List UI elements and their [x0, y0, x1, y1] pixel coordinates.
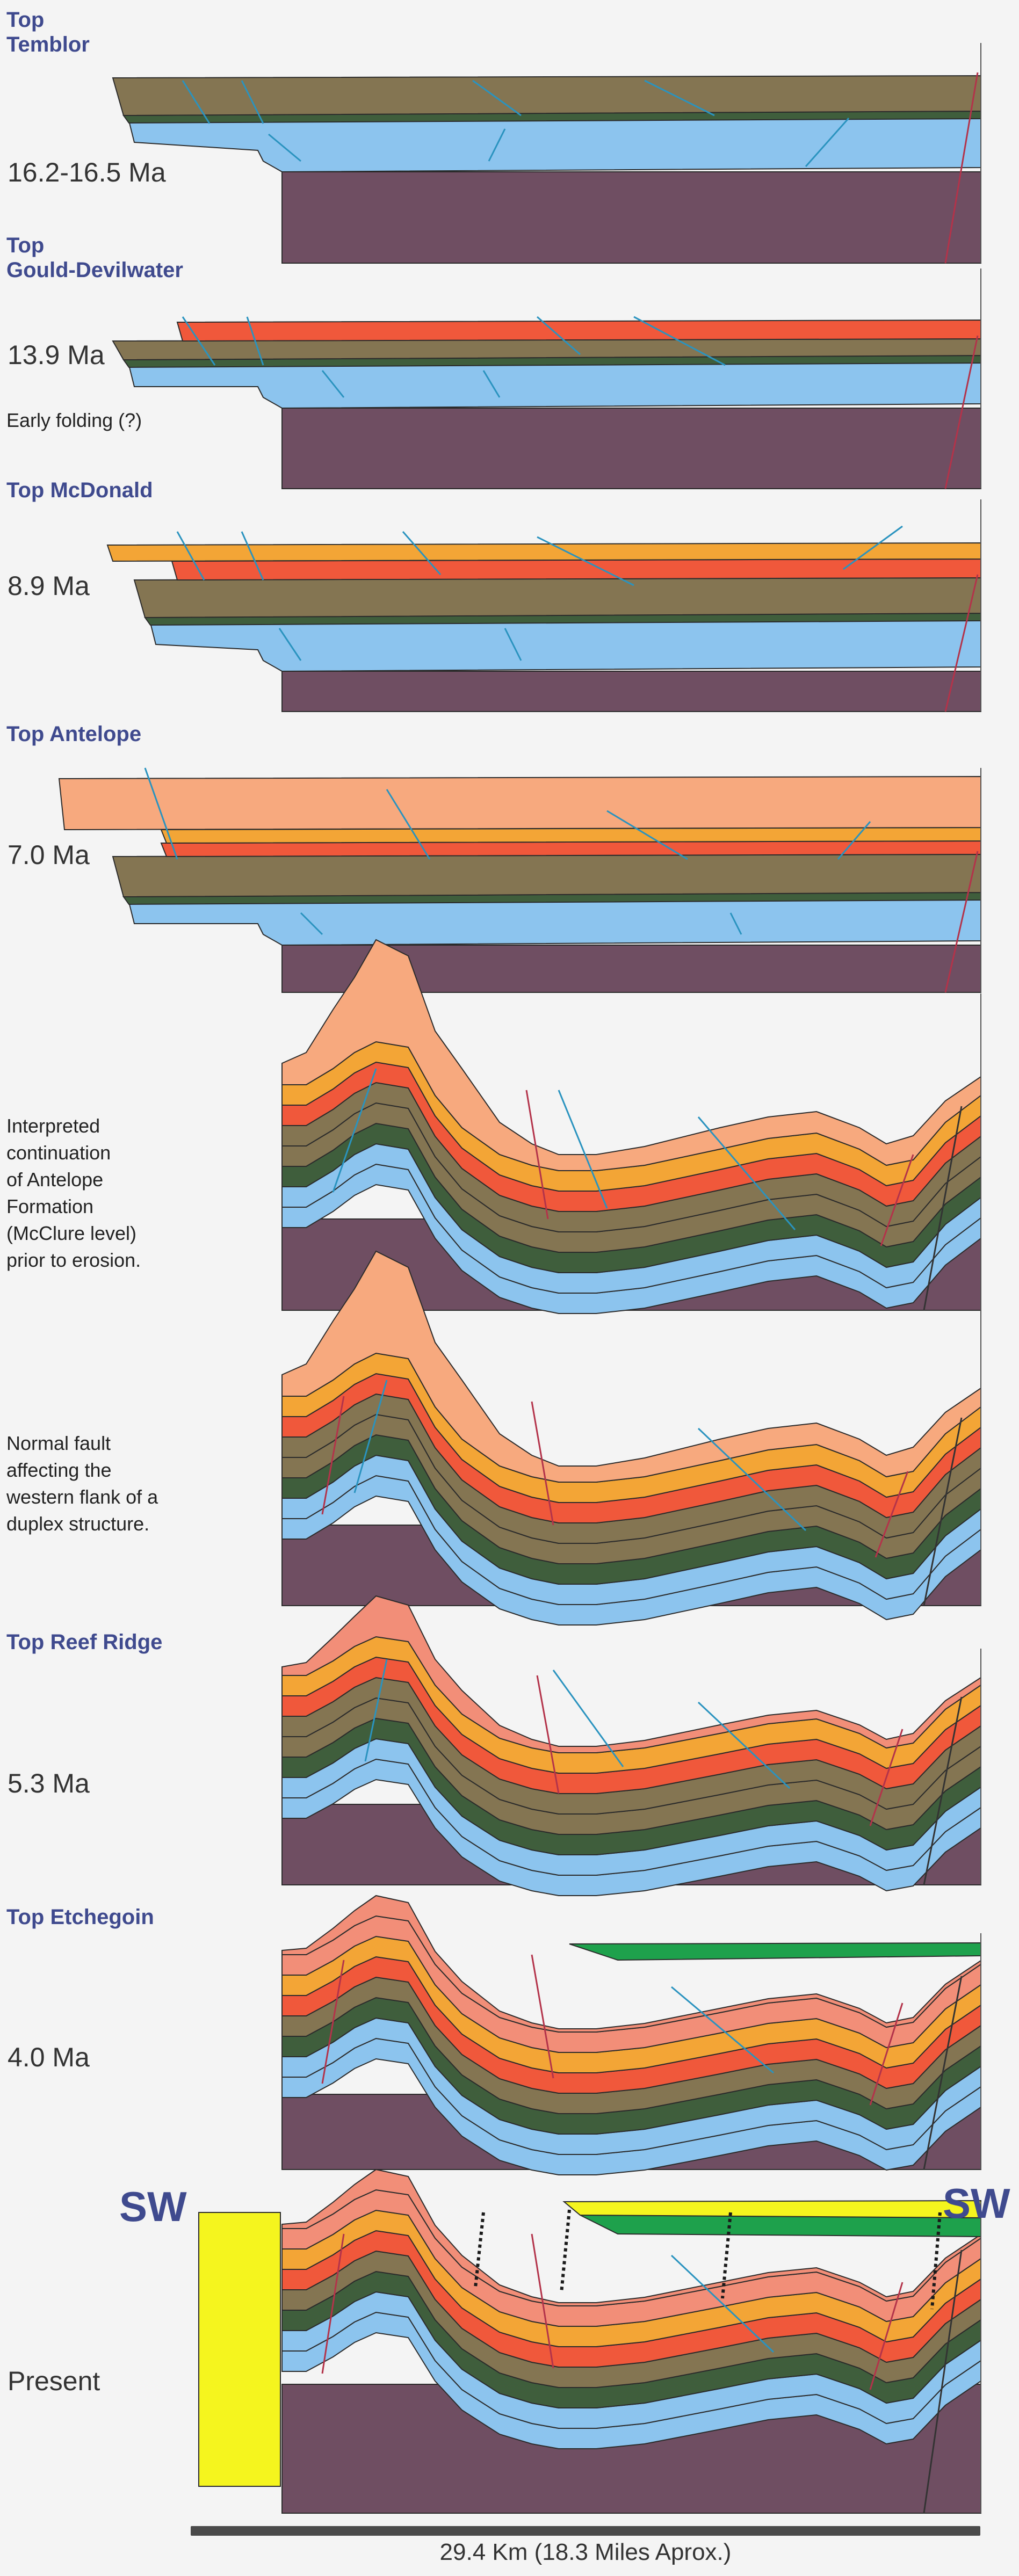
sw-label-left: SW: [119, 2183, 187, 2230]
panel-3-basement-layer: [281, 671, 981, 712]
panel-2-fault-4: [321, 370, 345, 398]
panel-6-red-fault-2: [875, 1471, 909, 1558]
panel-4-blue-layer: [128, 897, 981, 946]
panel-7-title: Top Reef Ridge: [6, 1630, 163, 1654]
panel-9-blue-fault-0: [670, 2254, 775, 2353]
panel-5-boundary-fault: [923, 1106, 963, 1311]
panel-4-fault-2: [606, 810, 688, 860]
panel-7-red-fault-0: [536, 1675, 560, 1794]
panel-5-red-fault-1: [880, 1154, 914, 1246]
panel-4-upper-layer-2: [58, 775, 981, 831]
panel-7-blue-fault-0: [364, 1659, 388, 1762]
panel-2-age: 13.9 Ma: [8, 340, 105, 370]
panel-8-boundary-fault: [923, 1976, 963, 2170]
panel-3-fault-5: [278, 628, 302, 661]
panel-4-fault-3: [837, 821, 871, 860]
panel-8-age: 4.0 Ma: [8, 2042, 90, 2072]
panel-2-fault-0: [182, 316, 216, 366]
panel-1-boundary-fault: [944, 72, 979, 264]
panel-4-age: 7.0 Ma: [8, 840, 90, 870]
panel-8-blue-fault-0: [671, 1986, 774, 2074]
sw-label-right: SW: [943, 2180, 1010, 2227]
panel-4-fault-5: [729, 912, 742, 935]
panel-3-title: Top McDonald: [6, 478, 153, 502]
panel-5-blue-fault-2: [697, 1116, 796, 1230]
panel-3-upper-layer-0: [171, 558, 981, 581]
panel-9-yellow-layer: [562, 2200, 981, 2219]
panel-1-age: 16.2-16.5 Ma: [8, 157, 166, 187]
panel-2-fault-2: [537, 316, 581, 355]
panel-3-fault-3: [537, 536, 634, 586]
panel-1-basement-layer: [281, 171, 981, 264]
panel-9-green-layer: [580, 2215, 981, 2238]
panel-4-fault-0: [144, 767, 178, 860]
panel-3-brown-layer: [133, 577, 981, 619]
panel-2-fault-3: [633, 316, 726, 366]
panel-3-upper-layer-1: [106, 542, 981, 562]
panel-4-fault-4: [300, 912, 323, 935]
panel-9-red-fault-0: [321, 2233, 345, 2374]
panel-1-fault-5: [488, 128, 506, 162]
panel-3-fault-0: [176, 531, 205, 580]
panel-8-red-fault-1: [531, 1954, 554, 2079]
panel-7-blue-fault-2: [697, 1701, 791, 1789]
panel-4-fault-1: [386, 789, 431, 860]
panel-3-fault-6: [504, 628, 522, 661]
panel-8-red-fault-0: [321, 1960, 345, 2084]
scale-bar: [191, 2526, 980, 2536]
panel-4-title: Top Antelope: [6, 722, 142, 746]
panel-9-boundary-fault: [923, 2250, 963, 2514]
panel-1-fault-1: [241, 80, 264, 124]
panel-7-blue-fault-1: [552, 1670, 624, 1767]
panel-5-red-fault-0: [525, 1090, 549, 1220]
panel-9-age: Present: [8, 2366, 100, 2396]
panel-2-basement-layer: [281, 408, 981, 489]
panel-4-boundary-fault: [944, 851, 979, 993]
panel-3-fault-1: [241, 531, 264, 580]
panel-5-blue-fault-1: [558, 1090, 608, 1209]
panel-4-brown-layer: [112, 853, 981, 898]
panel-3-boundary-fault: [944, 574, 979, 712]
panel-2-blue-layer: [128, 360, 981, 409]
panel-1-fault-6: [268, 133, 301, 162]
panel-3-fault-4: [843, 525, 903, 570]
panel-9-red-fault-1: [531, 2233, 554, 2369]
panel-7-red-fault-1: [869, 1729, 904, 1826]
panel-5-blue-fault-0: [332, 1068, 377, 1193]
panel-1-fault-0: [182, 80, 211, 124]
panel-2-fault-5: [482, 370, 501, 398]
panel-8-green-layer: [569, 1942, 981, 1961]
panel-6-red-fault-0: [321, 1396, 345, 1515]
well-line-1: [560, 2209, 571, 2294]
panel-6-blue-fault-0: [353, 1380, 388, 1493]
panel-3-age: 8.9 Ma: [8, 571, 90, 601]
well-column: [198, 2212, 281, 2487]
panel-2-note: Early folding (?): [6, 409, 142, 431]
panel-6-blue-fault-1: [697, 1427, 807, 1532]
panel-7-age: 5.3 Ma: [8, 1768, 90, 1798]
scale-label: 29.4 Km (18.3 Miles Aprox.): [439, 2539, 732, 2565]
panel-6-boundary-fault: [923, 1417, 963, 1606]
panel-8-red-fault-2: [869, 2002, 904, 2106]
panel-6-red-fault-1: [531, 1401, 554, 1526]
panel-1-fault-4: [805, 118, 850, 167]
well-line-2: [721, 2212, 732, 2299]
panel-1-fault-2: [472, 79, 522, 117]
panel-2-fault-1: [246, 316, 264, 366]
panel-2-brown-layer: [112, 338, 981, 361]
panel-2-upper-layer-0: [176, 319, 981, 342]
panel-3-fault-2: [402, 531, 442, 575]
panel-8-title: Top Etchegoin: [6, 1905, 154, 1929]
panel-7-boundary-fault: [923, 1696, 963, 1885]
panel-2-boundary-fault: [944, 335, 979, 489]
panel-1-blue-layer: [128, 115, 981, 173]
panel-3-blue-layer: [149, 618, 981, 672]
panel-1-fault-3: [644, 79, 715, 117]
panel-9-red-fault-2: [869, 2282, 904, 2390]
